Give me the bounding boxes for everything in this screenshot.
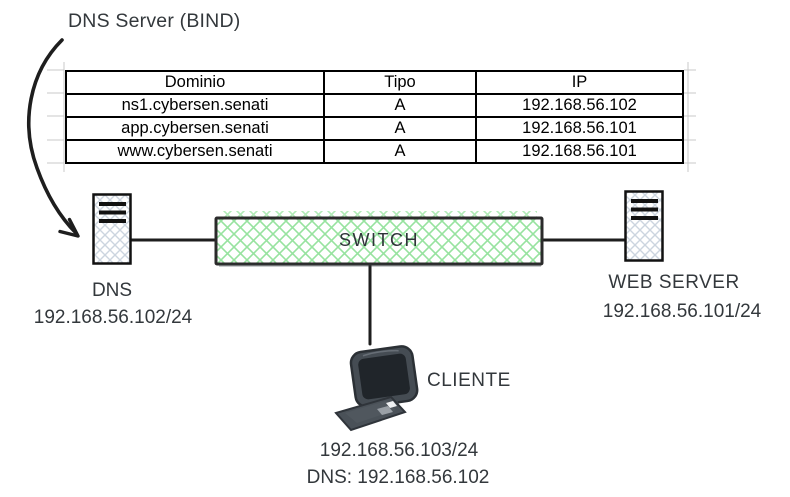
table-row: app.cybersen.senati A 192.168.56.101 xyxy=(65,116,684,141)
switch-label: SWITCH xyxy=(339,230,419,250)
cell-tipo: A xyxy=(323,116,477,141)
cell-tipo: A xyxy=(323,93,477,118)
client-node-label: CLIENTE xyxy=(427,370,511,391)
client-computer-icon xyxy=(334,345,419,432)
dns-node-ip: 192.168.56.102/24 xyxy=(33,307,193,328)
curved-arrow-icon xyxy=(27,38,80,238)
cell-dominio: www.cybersen.senati xyxy=(65,139,325,164)
dns-records-table: Dominio Tipo IP ns1.cybersen.senati A 19… xyxy=(65,70,684,164)
table-header-row: Dominio Tipo IP xyxy=(65,70,684,95)
header-tipo: Tipo xyxy=(323,70,477,95)
cell-ip: 192.168.56.101 xyxy=(475,139,684,164)
table-row: ns1.cybersen.senati A 192.168.56.102 xyxy=(65,93,684,118)
cell-dominio: app.cybersen.senati xyxy=(65,116,325,141)
header-ip: IP xyxy=(475,70,684,95)
cell-dominio: ns1.cybersen.senati xyxy=(65,93,325,118)
web-server-label: WEB SERVER xyxy=(608,272,740,293)
dns-server-icon xyxy=(92,193,132,265)
web-server-ip: 192.168.56.101/24 xyxy=(602,301,762,322)
dns-server-annotation: DNS Server (BIND) xyxy=(68,10,241,32)
header-dominio: Dominio xyxy=(65,70,325,95)
dns-node-label: DNS xyxy=(91,280,133,301)
client-dns-config: DNS: 192.168.56.102 xyxy=(306,467,490,488)
switch-shape xyxy=(214,211,544,267)
connection-lines xyxy=(129,238,626,346)
web-server-icon xyxy=(624,190,664,262)
table-row: www.cybersen.senati A 192.168.56.101 xyxy=(65,139,684,164)
faint-gridlines xyxy=(47,62,696,172)
cell-ip: 192.168.56.101 xyxy=(475,116,684,141)
client-node-ip: 192.168.56.103/24 xyxy=(319,440,479,461)
cell-ip: 192.168.56.102 xyxy=(475,93,684,118)
cell-tipo: A xyxy=(323,139,477,164)
